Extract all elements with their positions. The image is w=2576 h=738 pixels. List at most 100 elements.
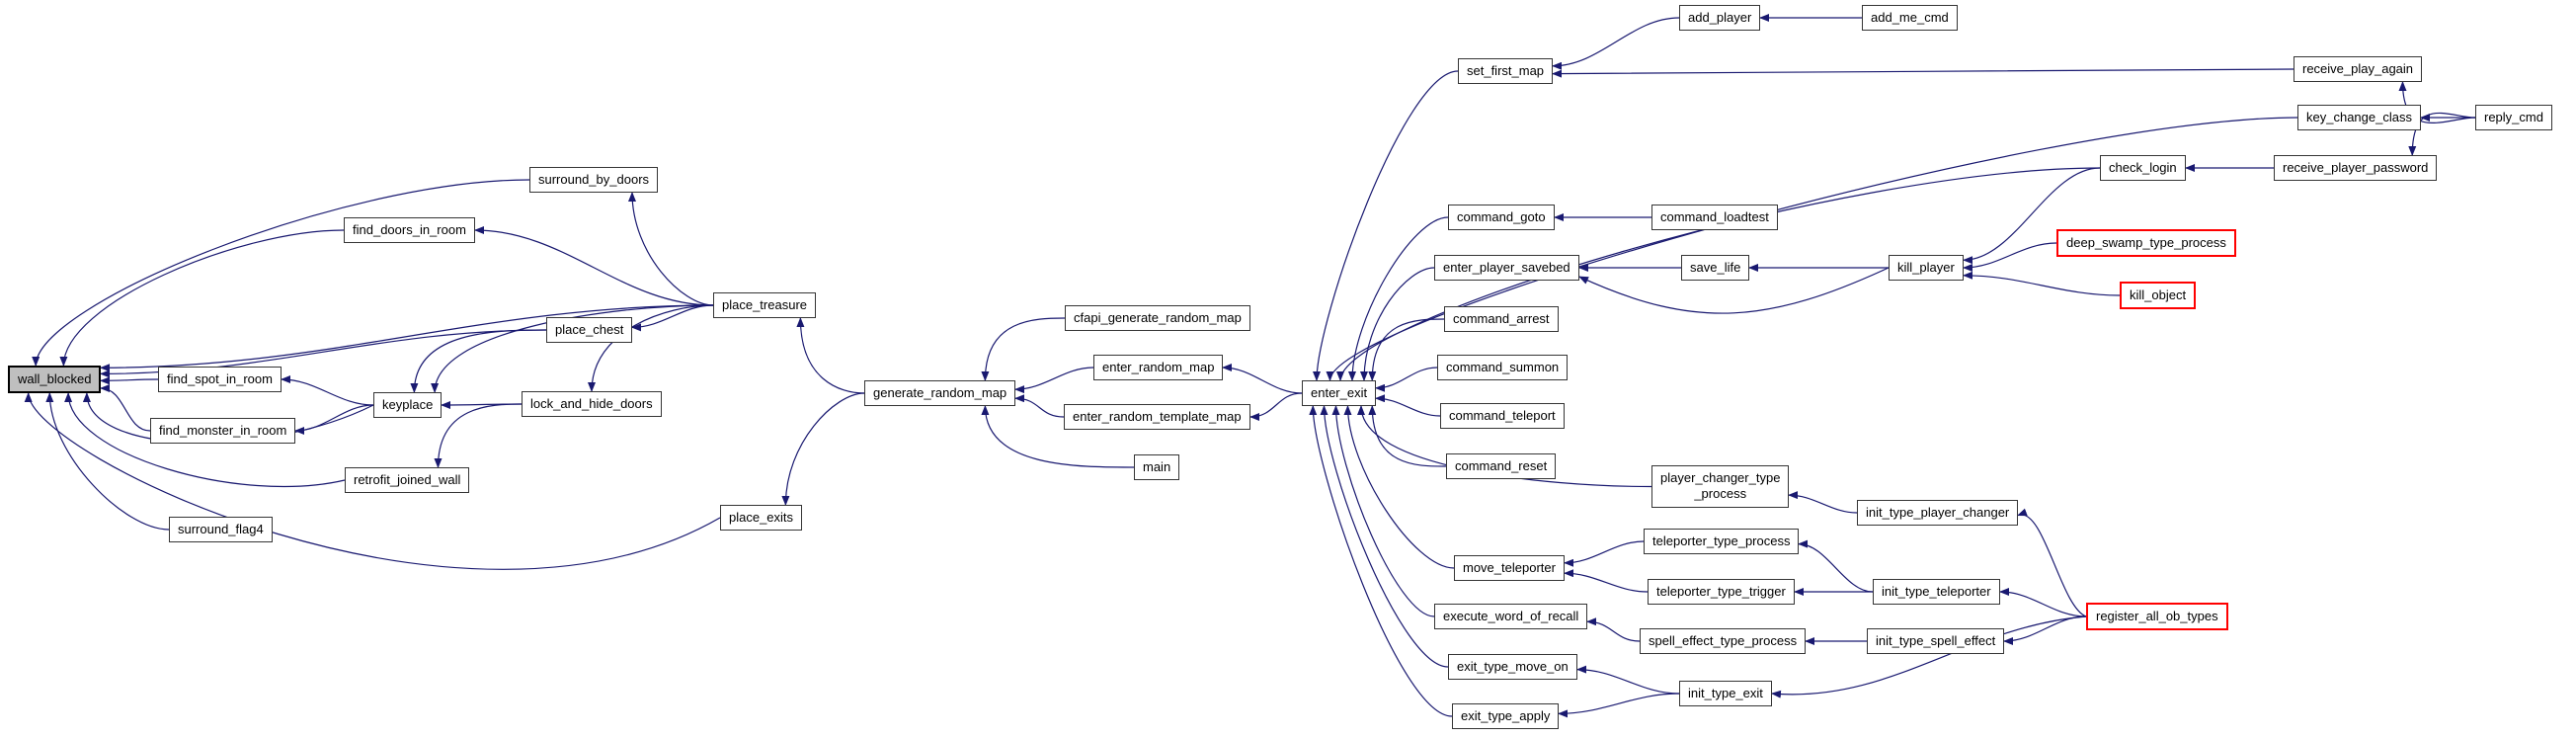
edge-command_reset-to-enter_exit (1368, 405, 1447, 467)
edge-command_summon-to-enter_exit (1375, 367, 1438, 392)
node-exit_type_apply[interactable]: exit_type_apply (1452, 703, 1560, 730)
edge-main-to-generate_random_map (981, 405, 1135, 468)
edge-check_login-to-kill_player (1963, 167, 2101, 265)
edge-find_doors_in_room-to-wall_blocked (59, 229, 345, 367)
node-place_chest[interactable]: place_chest (546, 317, 633, 344)
node-command_loadtest[interactable]: command_loadtest (1651, 205, 1778, 231)
edge-enter_exit-to-enter_random_map (1222, 364, 1303, 394)
edge-place_treasure-to-wall_blocked (100, 304, 714, 372)
node-set_first_map[interactable]: set_first_map (1458, 58, 1554, 85)
edge-cfapi_generate_random_map-to-generate_random_map (981, 317, 1066, 381)
node-cfapi_generate_random_map[interactable]: cfapi_generate_random_map (1065, 305, 1250, 332)
node-place_exits[interactable]: place_exits (720, 505, 803, 532)
node-deep_swamp_type_process[interactable]: deep_swamp_type_process (2056, 229, 2236, 258)
edge-place_chest-to-keyplace (410, 329, 547, 393)
node-init_type_spell_effect[interactable]: init_type_spell_effect (1867, 628, 2005, 655)
edge-register_all_ob_types-to-init_type_teleporter (1999, 588, 2087, 617)
edge-surround_flag4-to-wall_blocked (45, 392, 170, 531)
edge-enter_player_savebed-to-enter_exit (1360, 267, 1435, 381)
node-save_life[interactable]: save_life (1681, 255, 1750, 282)
edge-command_arrest-to-enter_exit (1368, 318, 1445, 381)
edge-keyplace-to-find_monster_in_room (294, 404, 374, 435)
edge-surround_by_doors-to-wall_blocked (32, 179, 530, 367)
node-place_treasure[interactable]: place_treasure (713, 292, 816, 319)
edge-keyplace-to-find_spot_in_room (281, 375, 374, 406)
edge-find_monster_in_room-to-wall_blocked (100, 383, 151, 432)
edge-move_teleporter-to-enter_exit (1343, 405, 1455, 569)
edge-register_all_ob_types-to-init_type_exit (1771, 615, 2087, 698)
node-keyplace[interactable]: keyplace (373, 392, 443, 419)
edge-enter_random_map-to-generate_random_map (1014, 367, 1094, 394)
edge-retrofit_joined_wall-to-wall_blocked (64, 392, 346, 488)
edge-place_treasure-to-surround_by_doors (628, 192, 714, 306)
node-add_player[interactable]: add_player (1679, 5, 1761, 32)
node-generate_random_map[interactable]: generate_random_map (864, 380, 1016, 407)
edge-place_treasure-to-keyplace (431, 304, 714, 393)
edge-receive_play_again-to-set_first_map (1552, 68, 2294, 78)
node-command_summon[interactable]: command_summon (1437, 355, 1569, 381)
node-find_spot_in_room[interactable]: find_spot_in_room (158, 367, 282, 393)
node-player_changer_type_process[interactable]: player_changer_type _process (1651, 465, 1790, 508)
edge-generate_random_map-to-place_exits (781, 392, 865, 506)
node-enter_exit[interactable]: enter_exit (1302, 380, 1377, 407)
edge-init_type_exit-to-exit_type_move_on (1576, 665, 1680, 695)
edge-teleporter_type_trigger-to-move_teleporter (1564, 569, 1649, 593)
node-receive_play_again[interactable]: receive_play_again (2294, 56, 2423, 83)
node-kill_player[interactable]: kill_player (1889, 255, 1964, 282)
node-find_monster_in_room[interactable]: find_monster_in_room (150, 418, 296, 445)
node-teleporter_type_trigger[interactable]: teleporter_type_trigger (1648, 579, 1795, 606)
edge-exit_type_move_on-to-enter_exit (1320, 405, 1449, 668)
edge-add_player-to-set_first_map (1552, 17, 1680, 70)
node-surround_flag4[interactable]: surround_flag4 (169, 517, 273, 543)
node-reply_cmd[interactable]: reply_cmd (2475, 105, 2552, 131)
edge-reply_cmd-to-receive_player_password (2408, 112, 2476, 156)
edge-kill_object-to-kill_player (1963, 271, 2121, 296)
node-retrofit_joined_wall[interactable]: retrofit_joined_wall (345, 467, 470, 494)
edge-reply_cmd-to-receive_play_again (2398, 81, 2476, 123)
node-execute_word_of_recall[interactable]: execute_word_of_recall (1434, 604, 1588, 630)
node-register_all_ob_types[interactable]: register_all_ob_types (2086, 603, 2228, 631)
node-receive_player_password[interactable]: receive_player_password (2274, 155, 2438, 182)
node-move_teleporter[interactable]: move_teleporter (1454, 555, 1565, 582)
node-init_type_player_changer[interactable]: init_type_player_changer (1857, 500, 2019, 527)
node-enter_random_map[interactable]: enter_random_map (1093, 355, 1224, 381)
edge-register_all_ob_types-to-init_type_player_changer (2017, 508, 2087, 617)
node-lock_and_hide_doors[interactable]: lock_and_hide_doors (522, 391, 662, 418)
node-command_teleport[interactable]: command_teleport (1440, 403, 1565, 430)
edge-find_spot_in_room-to-wall_blocked (100, 376, 159, 385)
node-command_goto[interactable]: command_goto (1448, 205, 1555, 231)
node-command_arrest[interactable]: command_arrest (1444, 306, 1559, 333)
edge-init_type_exit-to-exit_type_apply (1558, 693, 1680, 718)
node-spell_effect_type_process[interactable]: spell_effect_type_process (1640, 628, 1807, 655)
edge-exit_type_apply-to-enter_exit (1309, 405, 1453, 717)
node-command_reset[interactable]: command_reset (1446, 453, 1557, 480)
node-wall_blocked[interactable]: wall_blocked (8, 366, 102, 394)
edge-enter_exit-to-enter_random_template_map (1249, 392, 1303, 421)
node-init_type_teleporter[interactable]: init_type_teleporter (1873, 579, 2000, 606)
edge-enter_random_template_map-to-generate_random_map (1014, 394, 1065, 418)
node-teleporter_type_process[interactable]: teleporter_type_process (1644, 529, 1800, 555)
node-enter_player_savebed[interactable]: enter_player_savebed (1434, 255, 1579, 282)
node-add_me_cmd[interactable]: add_me_cmd (1862, 5, 1958, 32)
edge-execute_word_of_recall-to-enter_exit (1331, 405, 1435, 617)
edge-init_type_teleporter-to-teleporter_type_process (1798, 539, 1874, 593)
edge-generate_random_map-to-place_treasure (796, 317, 865, 394)
node-key_change_class[interactable]: key_change_class (2297, 105, 2421, 131)
node-kill_object[interactable]: kill_object (2120, 282, 2197, 310)
node-find_doors_in_room[interactable]: find_doors_in_room (344, 217, 475, 244)
edge-command_teleport-to-enter_exit (1375, 394, 1441, 417)
edge-teleporter_type_process-to-move_teleporter (1564, 540, 1645, 567)
node-surround_by_doors[interactable]: surround_by_doors (529, 167, 659, 194)
edge-command_goto-to-enter_exit (1348, 216, 1449, 381)
node-exit_type_move_on[interactable]: exit_type_move_on (1448, 654, 1577, 681)
node-main[interactable]: main (1134, 454, 1180, 481)
edge-place_exits-to-wall_blocked (24, 392, 721, 570)
edge-check_login-to-enter_exit (1336, 167, 2101, 381)
node-enter_random_template_map[interactable]: enter_random_template_map (1064, 404, 1250, 431)
node-init_type_exit[interactable]: init_type_exit (1679, 681, 1772, 707)
node-check_login[interactable]: check_login (2100, 155, 2186, 182)
edge-deep_swamp_type_process-to-kill_player (1963, 242, 2057, 272)
